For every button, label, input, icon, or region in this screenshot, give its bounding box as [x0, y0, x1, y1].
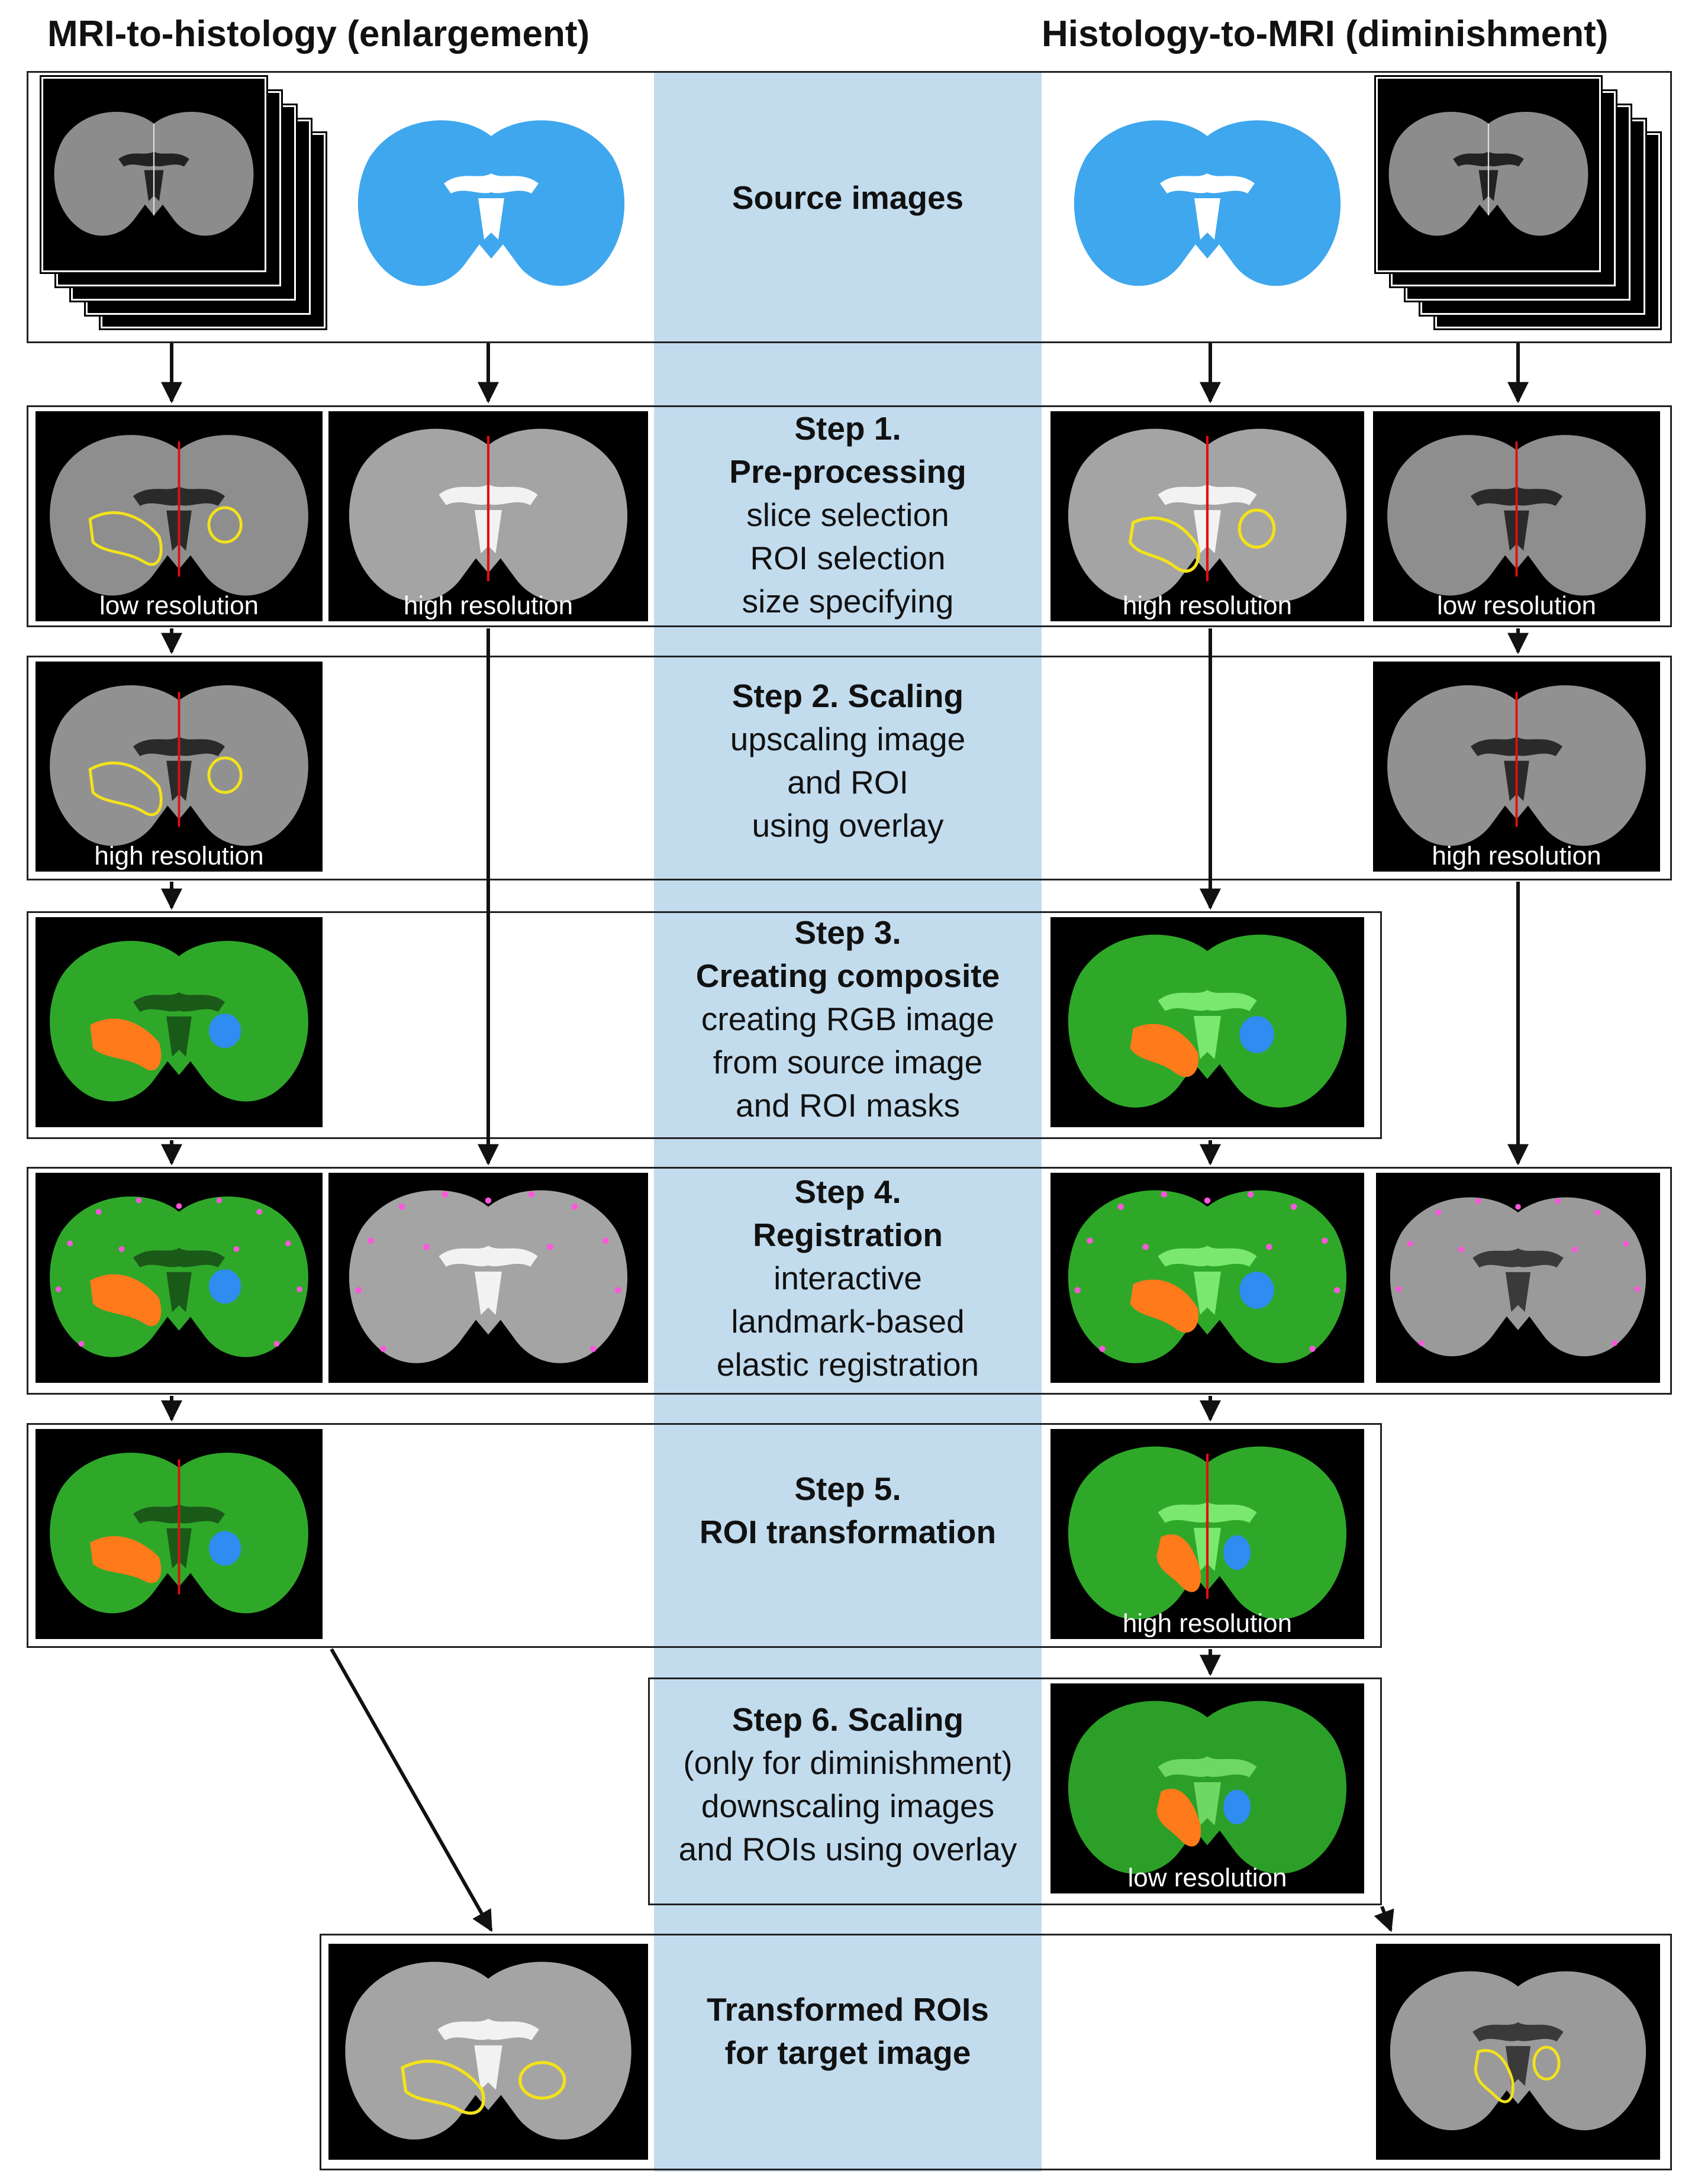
step3-text: Step 3. Creating composite creating RGB … — [695, 914, 1000, 1124]
label-high-resolution: high resolution — [94, 841, 264, 870]
step5-text: Step 5. ROI transformation — [699, 1470, 997, 1550]
landmark-points — [1396, 1198, 1641, 1346]
mri-stack-left — [40, 75, 327, 331]
step1-text: Step 1. Pre-processing slice selection R… — [729, 410, 966, 620]
final-mri-target — [1376, 1944, 1660, 2160]
step4-box — [27, 1167, 1672, 1395]
label-high-resolution: high resolution — [1122, 591, 1293, 620]
step3-composite-left — [36, 917, 323, 1127]
source-label: Source images — [732, 179, 964, 216]
step4-mri-right — [1376, 1173, 1660, 1383]
label-high-resolution: high resolution — [1122, 1609, 1293, 1638]
step6-text: Step 6. Scaling (only for diminishment) … — [678, 1701, 1017, 1867]
final-box — [320, 1934, 1672, 2170]
step1-mri-low-right: low resolution — [1373, 411, 1660, 621]
step5-composite-right: high resolution — [1050, 1429, 1364, 1639]
mri-stack-right — [1374, 75, 1662, 331]
mri-slice-top — [1374, 75, 1603, 274]
label-low-resolution: low resolution — [1127, 1863, 1287, 1892]
header-right: Histology-to-MRI (diminishment) — [1042, 14, 1609, 54]
arrow — [330, 1648, 493, 1933]
step3-box — [27, 911, 1382, 1139]
step4-composite-right — [1050, 1173, 1364, 1383]
label-high-resolution: high resolution — [1432, 841, 1601, 870]
mri-slice-top — [40, 75, 268, 274]
step2-text: Step 2. Scaling upscaling image and ROI … — [730, 678, 966, 844]
landmark-points — [1074, 1191, 1340, 1352]
step6-composite-low: low resolution — [1050, 1683, 1364, 1893]
step2-mri-high-right: high resolution — [1373, 662, 1660, 872]
landmark-points — [55, 1197, 303, 1347]
step5-box — [27, 1423, 1382, 1648]
step1-histology-high-right: high resolution — [1050, 411, 1364, 621]
step5-composite-left — [36, 1429, 323, 1639]
step3-composite-right — [1050, 917, 1364, 1127]
step6-box — [648, 1677, 1382, 1905]
center-band — [654, 71, 1042, 2172]
source-box — [27, 71, 1672, 343]
landmark-points — [355, 1191, 621, 1352]
label-low-resolution: low resolution — [99, 591, 259, 620]
step1-mri-low-left: low resolution — [36, 411, 323, 621]
header-left: MRI-to-histology (enlargement) — [47, 14, 590, 54]
final-histology-target — [328, 1944, 648, 2160]
label-high-resolution: high resolution — [403, 591, 573, 620]
step1-box — [27, 405, 1672, 627]
step1-histology-high-left: high resolution — [328, 411, 648, 621]
step4-composite-left — [36, 1173, 323, 1383]
label-low-resolution: low resolution — [1436, 591, 1597, 620]
step2-box — [27, 656, 1672, 880]
arrow — [1374, 1905, 1394, 1933]
final-text: Transformed ROIs for target image — [707, 1991, 989, 2071]
step4-text: Step 4. Registration interactive landmar… — [716, 1173, 979, 1383]
step4-histology-left — [328, 1173, 648, 1383]
step2-mri-high-left: high resolution — [36, 662, 323, 872]
